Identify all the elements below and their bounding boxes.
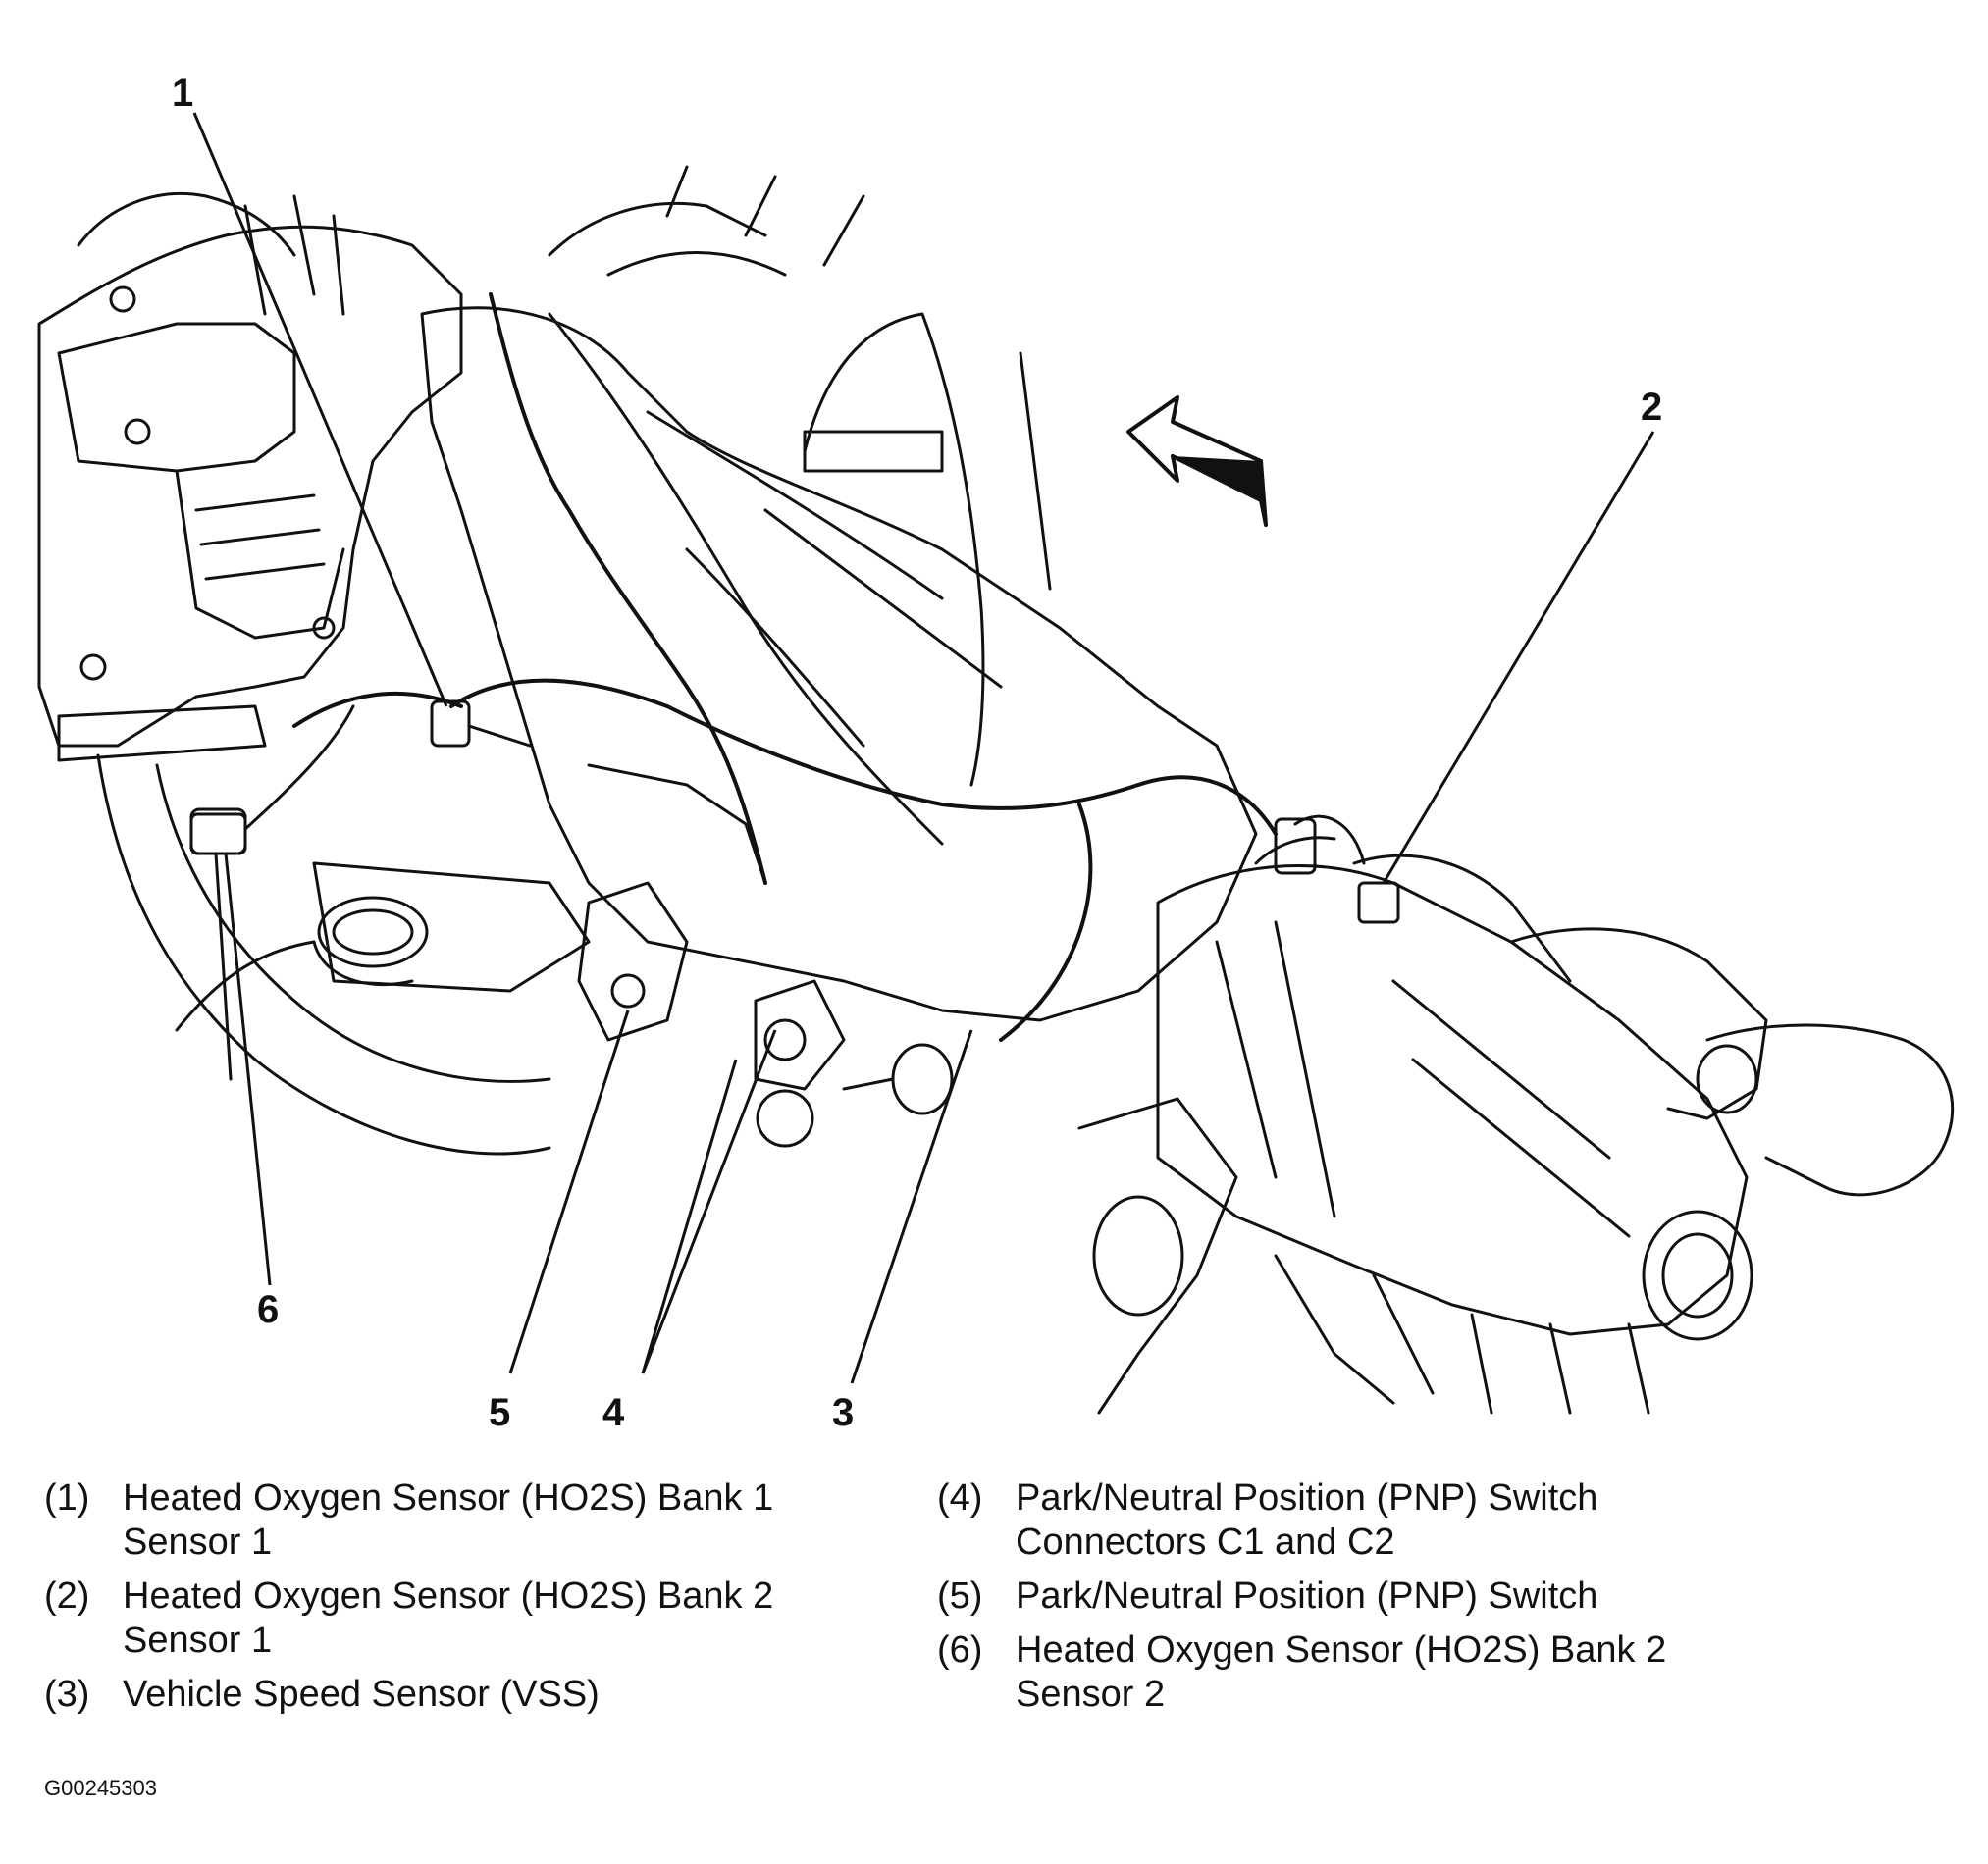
legend-text-line: Sensor 1 [123,1620,273,1661]
leader-line-4b [641,1059,738,1374]
figure-id: G00245303 [44,1776,157,1800]
legend-right: (4) Park/Neutral Position (PNP) Switch C… [937,1476,1918,1727]
legend-text-line: Heated Oxygen Sensor (HO2S) Bank 1 [123,1477,774,1519]
leader-line-6 [224,853,272,1286]
legend-item-3: (3) Vehicle Speed Sensor (VSS) [44,1673,927,1717]
legend-text-line: Park/Neutral Position (PNP) Switch [1016,1477,1598,1519]
callout-4: 4 [602,1391,625,1434]
pnp-switch-drawing [577,881,846,1148]
legend-text: Heated Oxygen Sensor (HO2S) Bank 2 Senso… [123,1575,927,1663]
callout-leader-lines [192,112,1655,1384]
sensor-6-drawing [189,704,355,855]
legend-number: (3) [44,1674,90,1715]
legend-item-2: (2) Heated Oxygen Sensor (HO2S) Bank 2 S… [44,1575,927,1663]
legend-item-6: (6) Heated Oxygen Sensor (HO2S) Bank 2 S… [937,1629,1918,1717]
legend-text: Park/Neutral Position (PNP) Switch Conne… [1016,1476,1918,1565]
transfer-case-drawing [1077,864,1753,1415]
legend-text-line: Sensor 2 [1016,1674,1166,1715]
callout-1: 1 [172,72,194,115]
callout-2: 2 [1641,386,1663,429]
legend-number: (1) [44,1477,90,1519]
legend-text-line: Connectors C1 and C2 [1016,1522,1395,1563]
vss-drawing [842,1043,954,1115]
legend-number: (6) [937,1630,983,1671]
left-exhaust-pipe-drawing [96,753,551,1156]
legend-text: Heated Oxygen Sensor (HO2S) Bank 1 Senso… [123,1476,927,1565]
legend-text-line: Park/Neutral Position (PNP) Switch [1016,1576,1598,1617]
legend-text-line: Vehicle Speed Sensor (VSS) [123,1674,600,1715]
sensor-1-drawing [430,699,532,748]
direction-arrow [1126,395,1268,527]
legend-item-1: (1) Heated Oxygen Sensor (HO2S) Bank 1 S… [44,1476,927,1565]
leader-line-3 [850,1029,973,1384]
legend-item-5: (5) Park/Neutral Position (PNP) Switch [937,1575,1918,1619]
legend-text: Park/Neutral Position (PNP) Switch [1016,1575,1918,1619]
legend-text-line: Heated Oxygen Sensor (HO2S) Bank 2 [123,1576,774,1617]
leader-line-5 [508,1010,630,1374]
upper-pipes-drawing [548,165,1052,787]
sensor-2-drawing [1274,814,1400,924]
legend-item-4: (4) Park/Neutral Position (PNP) Switch C… [937,1476,1918,1565]
transmission-housing-drawing [312,306,1258,1022]
callout-3: 3 [832,1391,855,1434]
legend-number: (4) [937,1477,983,1519]
legend-number: (5) [937,1576,983,1617]
legend-text-line: Heated Oxygen Sensor (HO2S) Bank 2 [1016,1630,1667,1671]
legend-text-line: Sensor 1 [123,1522,273,1563]
leader-line-1 [192,112,448,707]
callout-6: 6 [257,1288,280,1331]
legend-left: (1) Heated Oxygen Sensor (HO2S) Bank 1 S… [44,1476,927,1727]
legend-number: (2) [44,1576,90,1617]
right-exhaust-pipe-drawing [1254,836,1955,1197]
legend-text: Vehicle Speed Sensor (VSS) [123,1673,927,1717]
leader-line-4a [641,1029,777,1374]
leader-line-2 [1382,431,1655,884]
legend-text: Heated Oxygen Sensor (HO2S) Bank 2 Senso… [1016,1629,1918,1717]
callout-5: 5 [489,1391,511,1434]
engine-block-drawing [37,191,463,762]
wiring-harness-drawing [292,292,1278,1042]
